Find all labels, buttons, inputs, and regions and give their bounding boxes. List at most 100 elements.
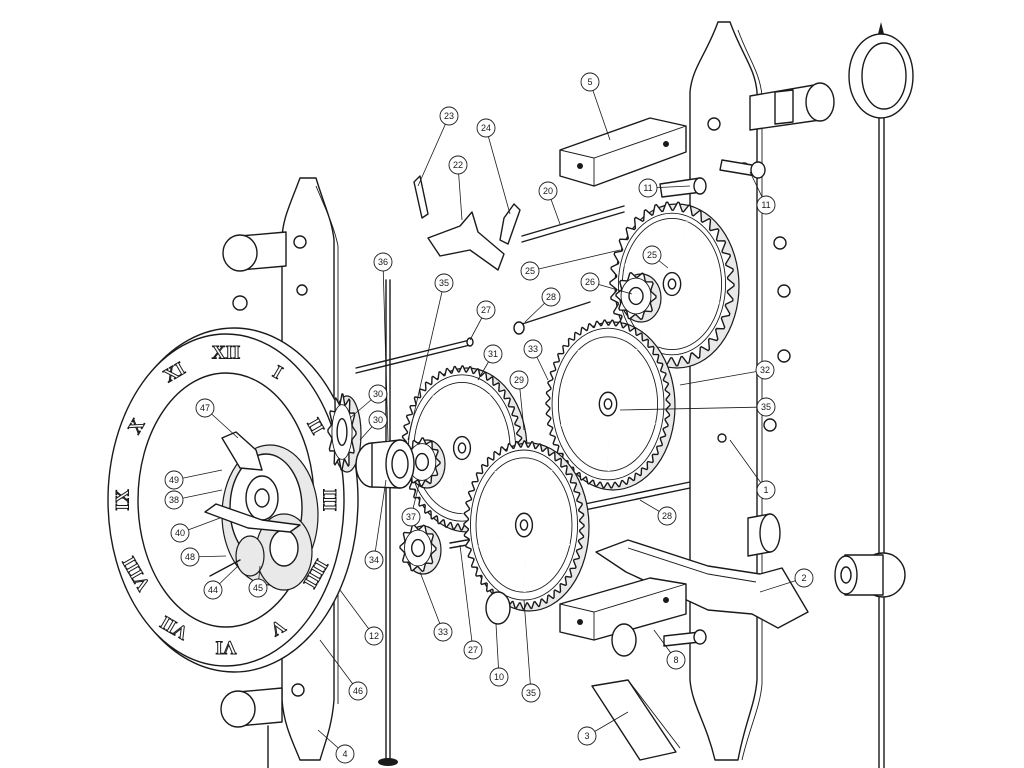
callout-number: 35 — [439, 278, 449, 288]
part-callout: 33 — [523, 339, 549, 381]
part-callout: 30 — [359, 410, 388, 441]
part-callout: 11 — [638, 178, 691, 198]
callout-number: 22 — [453, 160, 463, 170]
pendulum — [834, 22, 914, 768]
part-callout: 28 — [639, 499, 677, 526]
spacer-block-8 — [559, 577, 687, 641]
callout-number: 20 — [543, 186, 553, 196]
pins-11 — [659, 159, 766, 198]
part-callout: 35 — [619, 397, 776, 417]
callout-number: 31 — [488, 349, 498, 359]
callout-number: 27 — [468, 645, 478, 655]
callout-number: 44 — [208, 585, 218, 595]
part-callout: 48 — [180, 547, 227, 567]
gear-32 — [545, 319, 676, 491]
callout-number: 28 — [546, 292, 556, 302]
pinion-33 — [399, 524, 442, 575]
callout-number: 48 — [185, 552, 195, 562]
part-callout: 8 — [653, 629, 686, 670]
part-callout: 34 — [364, 479, 387, 570]
part-callout: 49 — [164, 469, 223, 490]
callout-number: 33 — [438, 627, 448, 637]
part-callout: 2 — [759, 568, 814, 593]
dial-numeral: XII — [212, 343, 241, 364]
escapement-pallet — [413, 175, 521, 271]
part-callout: 25 — [520, 249, 621, 281]
callout-number: 40 — [175, 528, 185, 538]
gear-set — [327, 201, 740, 612]
part-callout: 46 — [319, 639, 368, 701]
pins-8 — [485, 591, 707, 657]
part-callout: 31 — [477, 344, 503, 381]
part-callout: 22 — [448, 155, 468, 221]
part-callout: 44 — [203, 565, 239, 600]
part-callout: 1 — [729, 439, 776, 500]
dial-numeral: III — [319, 489, 340, 511]
gear-25 — [609, 201, 740, 369]
callout-number: 11 — [761, 200, 770, 210]
part-callout: 10 — [489, 623, 509, 687]
part-callout: 12 — [339, 589, 384, 646]
part-callout: 38 — [164, 489, 223, 510]
callout-number: 26 — [585, 277, 595, 287]
callout-number: 25 — [525, 266, 535, 276]
callout-number: 30 — [373, 389, 383, 399]
part-callout: 32 — [679, 360, 775, 386]
callout-number: 45 — [253, 583, 263, 593]
part-callout: 4 — [317, 729, 355, 764]
callout-number: 4 — [342, 749, 347, 759]
part-callout: 28 — [524, 287, 561, 323]
callout-number: 47 — [200, 403, 210, 413]
callout-number: 3 — [584, 731, 589, 741]
part-callout: 25 — [642, 245, 669, 269]
spacer-block-5 — [559, 117, 687, 187]
callout-number: 34 — [369, 555, 379, 565]
barrel-30 — [355, 439, 415, 489]
part-callout: 33 — [419, 571, 453, 642]
shafts — [355, 205, 691, 766]
part-callout: 35 — [407, 273, 454, 441]
callout-number: 35 — [526, 688, 536, 698]
right-frame — [689, 21, 835, 761]
callout-number: 11 — [643, 183, 652, 193]
callout-number: 46 — [353, 686, 363, 696]
part-callout: 26 — [580, 272, 633, 295]
part-callout: 20 — [538, 181, 561, 225]
callout-number: 38 — [169, 495, 179, 505]
pinion-26 — [615, 272, 662, 323]
weight-wedge-3 — [591, 679, 681, 761]
callout-number: 23 — [444, 111, 454, 121]
hand-mechanism — [204, 431, 319, 591]
part-callout: 24 — [476, 118, 511, 215]
callout-number: 2 — [801, 573, 806, 583]
callout-number: 37 — [406, 512, 416, 522]
part-callout: 47 — [195, 398, 239, 439]
part-callout: 37 — [401, 479, 421, 527]
part-callout: 36 — [373, 252, 393, 441]
part-callout: 27 — [459, 544, 483, 660]
callout-number: 28 — [662, 511, 672, 521]
callout-number: 12 — [369, 631, 379, 641]
part-callout: 3 — [577, 711, 629, 746]
callout-number: 29 — [514, 375, 524, 385]
part-callout: 45 — [248, 565, 268, 598]
callout-number: 25 — [647, 250, 657, 260]
callout-number: 8 — [673, 655, 678, 665]
part-callout: 29 — [509, 370, 529, 431]
part-callouts: 1234581011111220222324252526272728282930… — [164, 72, 814, 764]
callout-number: 36 — [378, 257, 388, 267]
part-callout: 27 — [469, 300, 496, 341]
part-callout: 35 — [521, 599, 541, 703]
callout-number: 30 — [373, 415, 383, 425]
callout-number: 35 — [761, 402, 771, 412]
callout-number: 10 — [494, 672, 504, 682]
part-callout: 40 — [170, 517, 221, 543]
part-callout: 5 — [580, 72, 611, 141]
dial-numeral: IX — [113, 489, 134, 510]
callout-number: 5 — [587, 77, 592, 87]
part-callout: 11 — [749, 171, 776, 215]
callout-number: 1 — [763, 485, 768, 495]
callout-number: 27 — [481, 305, 491, 315]
dial-numeral: VI — [215, 637, 236, 658]
